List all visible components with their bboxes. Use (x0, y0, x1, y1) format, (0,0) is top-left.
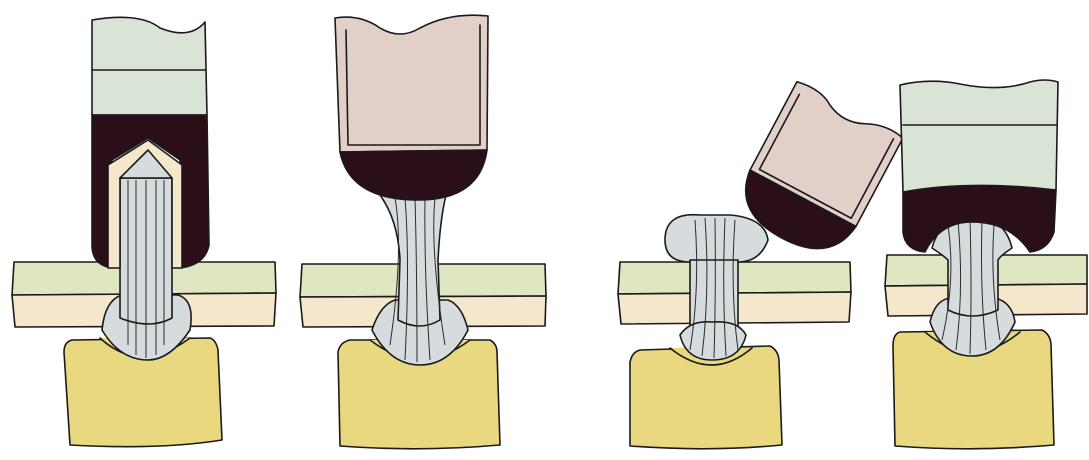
panel-1 (12, 17, 276, 446)
panel-2-tool (335, 15, 488, 200)
panel-4 (885, 80, 1087, 449)
rivet-head-top (665, 215, 768, 262)
tool-body-grey (92, 17, 207, 115)
tool-body-grey (900, 80, 1058, 192)
tool-body-pink (335, 15, 488, 152)
tool-dark-cup (340, 150, 487, 200)
panel-3 (618, 80, 904, 448)
panel-3-anvil (630, 346, 782, 449)
panel-2 (300, 15, 546, 449)
